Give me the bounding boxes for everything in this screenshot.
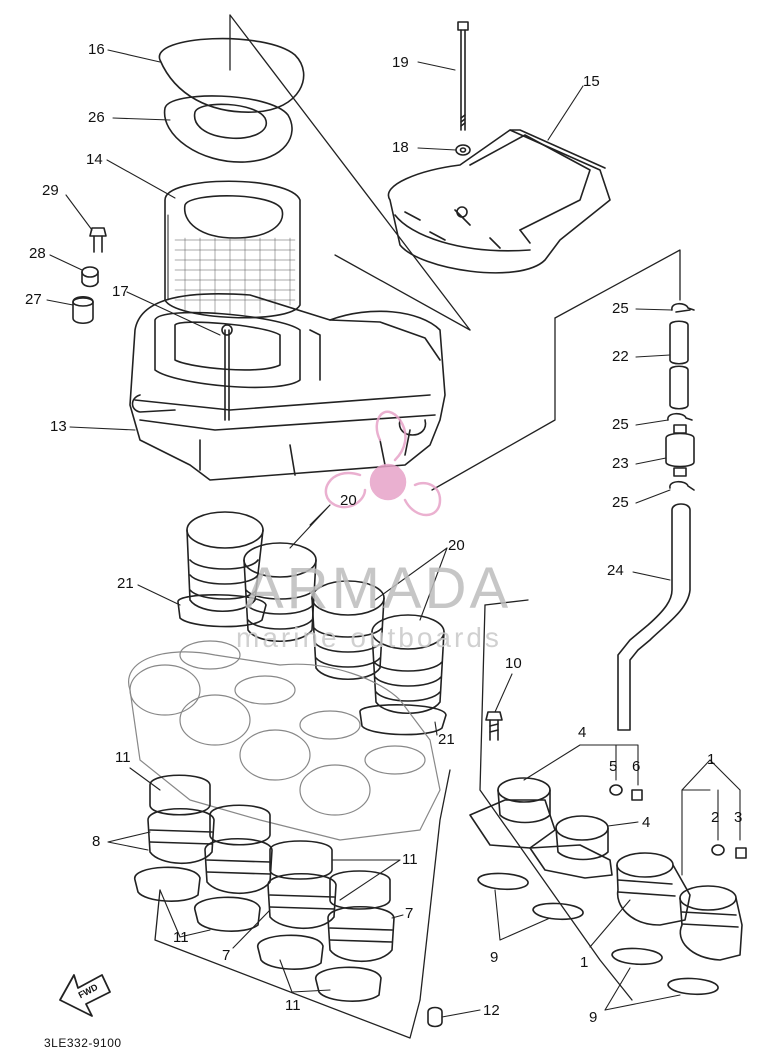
callout-15: 15 bbox=[583, 73, 600, 90]
part-13-air-box-case bbox=[129, 292, 446, 481]
callout-25-upper: 25 bbox=[612, 300, 629, 317]
carburetor-bank bbox=[128, 640, 441, 841]
callout-12: 12 bbox=[483, 1002, 500, 1019]
callout-21-left: 21 bbox=[117, 575, 134, 592]
callout-11-right: 11 bbox=[402, 851, 418, 868]
callout-4-top: 4 bbox=[578, 724, 587, 741]
part-21-clamps bbox=[177, 594, 447, 736]
callout-5: 5 bbox=[609, 758, 618, 775]
part-25-clip-upper bbox=[671, 302, 695, 313]
part-18-washer bbox=[455, 144, 471, 156]
callout-17: 17 bbox=[112, 283, 129, 300]
callout-16: 16 bbox=[88, 41, 105, 58]
callout-11-bottom: 11 bbox=[285, 997, 301, 1014]
part-12-cap bbox=[427, 1006, 443, 1028]
part-10-screw bbox=[485, 711, 503, 741]
part-29-bolt bbox=[89, 227, 107, 253]
part-23-breather-filter bbox=[665, 424, 695, 477]
callout-8: 8 bbox=[92, 833, 101, 850]
callout-23: 23 bbox=[612, 455, 629, 472]
callout-11-left: 11 bbox=[173, 929, 189, 946]
watermark-brand: ARMADA bbox=[245, 556, 512, 621]
callout-26: 26 bbox=[88, 109, 105, 126]
callout-14: 14 bbox=[86, 151, 103, 168]
callout-27: 27 bbox=[25, 291, 42, 308]
callout-20-left: 20 bbox=[340, 492, 357, 509]
part-25-clip-middle bbox=[667, 412, 693, 421]
part-8-intake-joints bbox=[147, 774, 273, 894]
part-code: 3LE332-9100 bbox=[44, 1036, 122, 1050]
callout-7-left: 7 bbox=[222, 947, 231, 964]
part-9-gaskets bbox=[477, 872, 719, 996]
watermark-emblem bbox=[324, 410, 442, 517]
part-20-joint-boots bbox=[186, 511, 445, 714]
part-27-grommet bbox=[72, 295, 94, 325]
callout-11-top: 11 bbox=[115, 749, 131, 766]
callout-13: 13 bbox=[50, 418, 67, 435]
callout-24: 24 bbox=[607, 562, 624, 579]
part-25-clip-lower bbox=[669, 480, 695, 491]
leader-lines bbox=[46, 49, 741, 1018]
part-1-intake-manifolds bbox=[616, 852, 743, 961]
part-24-breather-hose bbox=[617, 503, 691, 731]
part-11-clamps bbox=[134, 866, 382, 1002]
callout-22: 22 bbox=[612, 348, 629, 365]
part-7-intake-joints bbox=[267, 840, 395, 962]
part-22-breather-hose bbox=[669, 320, 689, 410]
part-16-seal-ring bbox=[158, 37, 305, 113]
callout-6: 6 bbox=[632, 758, 641, 775]
callout-9-left: 9 bbox=[490, 949, 499, 966]
callout-10: 10 bbox=[505, 655, 522, 672]
part-4-intake-manifolds bbox=[469, 777, 613, 879]
part-15-air-box-cover bbox=[387, 129, 611, 274]
callout-9-right: 9 bbox=[589, 1009, 598, 1026]
part-26-seal bbox=[163, 95, 293, 163]
callout-3: 3 bbox=[734, 809, 743, 826]
callout-4-right: 4 bbox=[642, 814, 651, 831]
assembly-outline-lines bbox=[154, 14, 681, 1039]
callout-18: 18 bbox=[392, 139, 409, 156]
callout-25-lower: 25 bbox=[612, 494, 629, 511]
part-5-6-fasteners bbox=[609, 784, 643, 801]
callout-29: 29 bbox=[42, 182, 59, 199]
callout-1-top: 1 bbox=[707, 751, 716, 768]
callout-21-right: 21 bbox=[438, 731, 455, 748]
part-28-collar bbox=[81, 266, 99, 288]
callout-7-right: 7 bbox=[405, 905, 414, 922]
watermark-tagline: marine outboards bbox=[236, 622, 502, 653]
part-2-3-fasteners bbox=[711, 844, 747, 859]
callout-2: 2 bbox=[711, 809, 720, 826]
part-14-air-filter-element bbox=[164, 180, 301, 319]
fwd-arrow-icon bbox=[59, 974, 111, 1017]
callout-25-middle: 25 bbox=[612, 416, 629, 433]
part-19-long-bolt bbox=[457, 21, 469, 131]
callout-28: 28 bbox=[29, 245, 46, 262]
callout-19: 19 bbox=[392, 54, 409, 71]
callout-1-bottom: 1 bbox=[580, 954, 589, 971]
callout-20-right: 20 bbox=[448, 537, 465, 554]
